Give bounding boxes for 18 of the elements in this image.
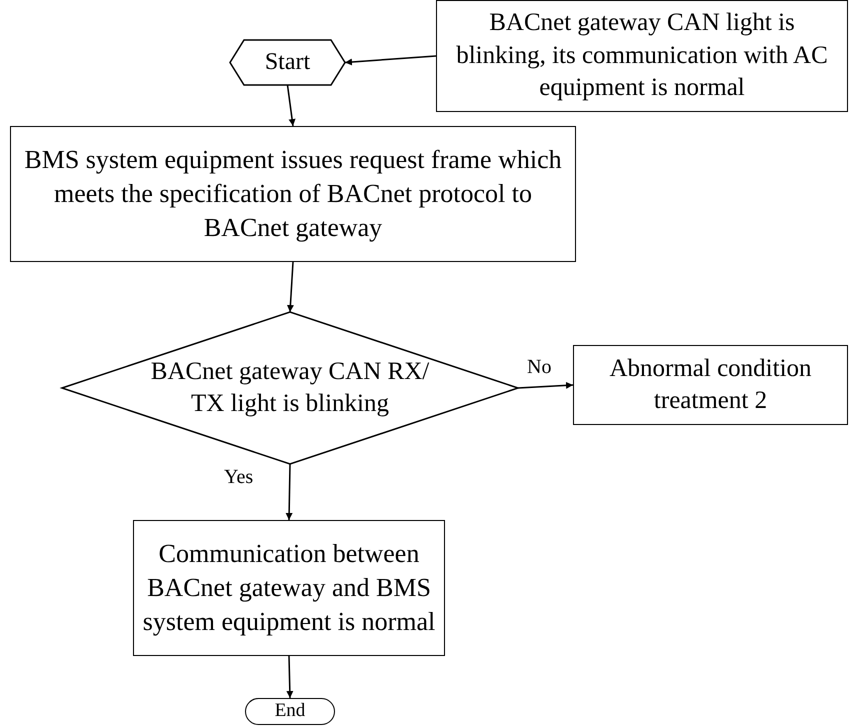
arrow [518,382,574,389]
node-text: BACnet gateway CAN light is blinking, its communication with AC equipment is normal [455,8,829,104]
arrow [286,262,294,312]
process-box [10,126,576,262]
process-box [573,345,848,425]
end-terminal [245,698,335,725]
process-box [133,520,445,656]
arrow [286,656,294,698]
arrow [344,55,436,66]
node-text: BMS system equipment issues request frame which meets the specification of BACnet protocol to BACnet gateway [23,144,563,244]
arrow [286,464,293,520]
node-text: BACnet gateway CAN RX/ TX light is blinking [150,356,430,419]
node-text: Communication between BACnet gateway and BMS system equipment is normal [142,538,436,638]
arrow [286,84,296,126]
node-text: Start [264,48,312,77]
node-text: End [274,699,306,724]
process-box [436,0,848,112]
node-text: Abnormal condition treatment 2 [608,354,813,416]
